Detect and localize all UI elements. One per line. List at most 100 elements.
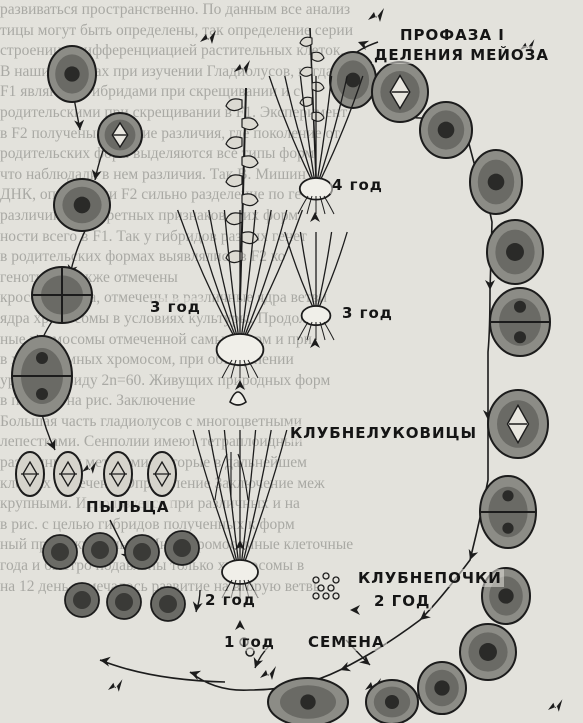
lightning-icon <box>200 30 216 44</box>
meiosis-cell <box>420 102 472 158</box>
meiosis-cell <box>480 476 536 548</box>
nucleus <box>74 197 91 214</box>
meiosis-cell <box>32 267 92 323</box>
plant-leaf <box>269 76 310 178</box>
lightning-icon <box>548 699 562 712</box>
pollen-grain-core <box>173 539 191 557</box>
meiosis-cell <box>460 624 516 680</box>
flowering-gladiolus <box>226 88 258 300</box>
flower-bud <box>312 112 324 121</box>
plant-leaf <box>193 430 234 560</box>
pollen-grain <box>165 531 199 565</box>
nucleus <box>502 523 513 534</box>
label-prophase-line2: ДЕЛЕНИЯ МЕЙОЗА <box>372 46 551 64</box>
label-year3-right: 3 год <box>340 304 395 322</box>
label-year2-left: 2 год <box>203 591 258 609</box>
cormlet <box>313 577 319 583</box>
bulblet-shape <box>230 392 246 405</box>
label-bulblets: КЛУБНЕЛУКОВИЦЫ <box>288 424 479 442</box>
pollen-tetrad <box>54 452 82 496</box>
meiosis-cell <box>330 52 376 108</box>
pollen-grain <box>43 535 77 569</box>
plant-leaf <box>285 232 313 306</box>
cormlet <box>323 573 329 579</box>
pollen-grain <box>151 587 185 621</box>
plant-year2 <box>193 430 287 598</box>
plant-root <box>298 322 308 340</box>
meiosis-cell <box>268 678 348 723</box>
pollen-tetrad <box>104 452 132 496</box>
plant-year3-left <box>178 210 303 378</box>
flower-bud <box>300 67 312 76</box>
plant-leaf <box>285 76 313 178</box>
plant-root <box>298 196 308 214</box>
nucleus <box>488 174 505 191</box>
arrow-head <box>310 338 320 348</box>
nucleus <box>346 73 361 88</box>
flower-bud <box>300 37 312 46</box>
plant-root <box>324 196 334 214</box>
cormlet <box>318 585 324 591</box>
arrow-head <box>250 657 263 670</box>
nucleus <box>36 352 48 364</box>
arrow-head <box>235 620 245 630</box>
cormlet <box>328 585 334 591</box>
lightning-icon <box>368 8 384 22</box>
lightning-icon <box>260 666 276 680</box>
pollen-tetrad <box>148 452 176 496</box>
lightning-icon <box>108 679 122 692</box>
pollen-grain-core <box>51 543 69 561</box>
meiosis-cell <box>418 662 466 714</box>
pollen-grain <box>83 533 117 567</box>
nucleus <box>385 695 399 709</box>
pollen-grain <box>107 585 141 619</box>
pollen-grain-core <box>133 543 151 561</box>
nucleus <box>479 643 497 661</box>
plant-leaf <box>245 210 286 334</box>
plant-leaf <box>209 430 237 560</box>
nucleus <box>438 122 455 139</box>
cormlet <box>323 593 329 599</box>
nucleus <box>506 243 524 261</box>
meiosis-cell <box>12 336 72 416</box>
pollen-grain-core <box>115 593 133 611</box>
flower-bud <box>226 99 242 111</box>
pollen-grain <box>125 535 159 569</box>
flower-bud <box>312 52 324 61</box>
pollen-tetrad <box>16 452 44 496</box>
label-cormlets: КЛУБНЕПОЧКИ <box>356 569 504 587</box>
flower-bud <box>300 97 312 106</box>
meiosis-cell <box>488 390 548 458</box>
label-year4: 4 год <box>330 176 385 194</box>
pollen-grain-core <box>73 591 91 609</box>
nucleus <box>434 680 449 695</box>
arrow-head <box>74 120 85 131</box>
lightning-icon <box>82 461 96 474</box>
nucleus <box>514 301 526 313</box>
meiosis-cell <box>98 113 142 157</box>
meiosis-cell <box>487 220 543 284</box>
meiosis-cell <box>372 62 428 122</box>
cormlet <box>333 577 339 583</box>
flower-bud <box>226 175 242 187</box>
label-prophase-line1: ПРОФАЗА I <box>398 26 507 44</box>
plant-leaf <box>245 430 286 560</box>
flower-bud <box>312 82 324 91</box>
plant-root <box>324 322 334 340</box>
meiosis-cell <box>366 680 418 723</box>
flower-bud <box>242 118 258 130</box>
nucleus <box>36 388 48 400</box>
cormlet <box>333 593 339 599</box>
arrow-head <box>310 212 320 222</box>
arrow-head <box>46 439 59 452</box>
nucleus <box>64 66 79 81</box>
seedling-leaves <box>215 452 248 500</box>
arrow-head <box>338 662 351 675</box>
arrow-head <box>350 605 360 615</box>
flower-bud <box>226 137 242 149</box>
label-seeds: СЕМЕНА <box>306 633 387 651</box>
nucleus <box>498 588 513 603</box>
plant-year3-right <box>285 232 347 340</box>
